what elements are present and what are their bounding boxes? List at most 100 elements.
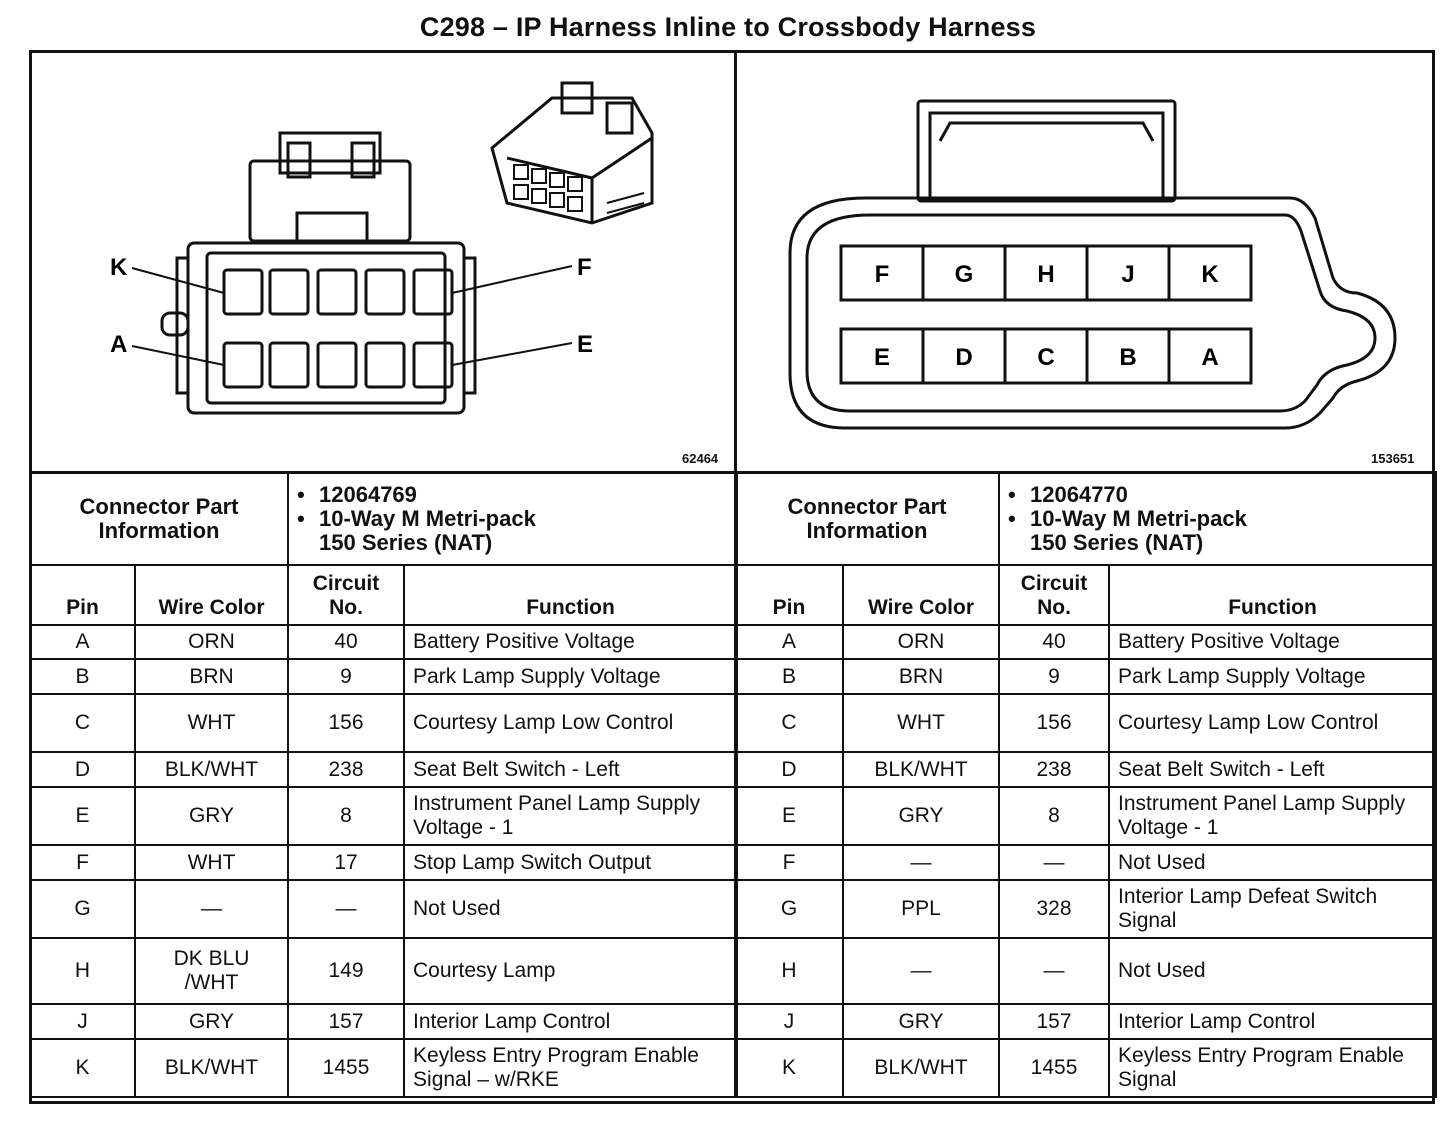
left-pin-cavities — [222, 268, 454, 389]
pin-cell: F — [29, 844, 136, 881]
circuit-cell: 1455 — [998, 1038, 1111, 1098]
callout-e: E — [577, 331, 593, 358]
part-description: 10-Way M Metri-pack — [297, 506, 728, 531]
header-pin: Pin — [29, 564, 136, 626]
vertical-divider — [734, 53, 737, 569]
circuit-cell: 40 — [287, 624, 406, 660]
wire-color-cell: GRY — [133, 786, 290, 846]
circuit-cell: 328 — [998, 879, 1111, 939]
function-cell: Seat Belt Switch - Left — [403, 751, 739, 788]
circuit-cell: 156 — [287, 693, 406, 753]
pin-cell: F — [734, 844, 844, 881]
pin-label-c: C — [1037, 344, 1054, 371]
pin-cell: A — [734, 624, 844, 660]
wire-color-cell: BLK/WHT — [133, 751, 290, 788]
pin-cell: B — [734, 658, 844, 695]
header-circuit: Circuit No. — [287, 564, 406, 626]
wire-color-cell: GRY — [841, 786, 1001, 846]
wire-color-cell: — — [841, 937, 1001, 1005]
pin-cell: J — [29, 1003, 136, 1040]
function-cell: Park Lamp Supply Voltage — [1108, 658, 1438, 695]
table-row: G——Not Used — [29, 879, 739, 939]
header-wire-color: Wire Color — [841, 564, 1001, 626]
diagram-frame: K A F E 62464 — [28, 50, 1438, 1104]
pin-cell: E — [29, 786, 136, 846]
wire-color-cell: GRY — [133, 1003, 290, 1040]
wire-color-cell: BRN — [841, 658, 1001, 695]
circuit-cell: 149 — [287, 937, 406, 1005]
right-pinout-table: Connector Part Information 12064770 10-W… — [733, 471, 1438, 1098]
wire-color-cell: — — [841, 844, 1001, 881]
function-cell: Not Used — [403, 879, 739, 939]
wire-color-cell: ORN — [841, 624, 1001, 660]
connector-part-info: 12064769 10-Way M Metri-pack 150 Series … — [287, 471, 739, 566]
pin-cell: J — [734, 1003, 844, 1040]
pin-cell: K — [734, 1038, 844, 1098]
wire-color-cell: BRN — [133, 658, 290, 695]
circuit-cell: 8 — [998, 786, 1111, 846]
function-cell: Park Lamp Supply Voltage — [403, 658, 739, 695]
wire-color-cell: ORN — [133, 624, 290, 660]
wire-color-cell: WHT — [133, 693, 290, 753]
connector-info-label: Connector Part Information — [28, 471, 290, 566]
header-pin: Pin — [734, 564, 844, 626]
pin-cell: G — [29, 879, 136, 939]
pin-cell: C — [734, 693, 844, 753]
pin-label-a: A — [1201, 344, 1218, 371]
function-cell: Courtesy Lamp — [403, 937, 739, 1005]
function-cell: Interior Lamp Control — [1108, 1003, 1438, 1040]
pin-cell: G — [734, 879, 844, 939]
left-connector-diagram: K A F E 62464 — [32, 53, 735, 473]
callout-a: A — [110, 331, 127, 358]
header-wire-color: Wire Color — [133, 564, 290, 626]
callout-f: F — [577, 254, 592, 281]
function-cell: Interior Lamp Defeat Switch Signal — [1108, 879, 1438, 939]
left-connector-drawing: K A F E — [110, 81, 654, 415]
connector-part-info: 12064770 10-Way M Metri-pack 150 Series … — [998, 471, 1438, 566]
function-cell: Seat Belt Switch - Left — [1108, 751, 1438, 788]
circuit-cell: 1455 — [287, 1038, 406, 1098]
function-cell: Battery Positive Voltage — [1108, 624, 1438, 660]
circuit-cell: 17 — [287, 844, 406, 881]
wire-color-cell: DK BLU /WHT — [133, 937, 290, 1005]
circuit-cell: — — [998, 937, 1111, 1005]
circuit-cell: 8 — [287, 786, 406, 846]
pin-label-k: K — [1201, 261, 1219, 288]
wire-color-cell: BLK/WHT — [841, 1038, 1001, 1098]
pin-cell: D — [29, 751, 136, 788]
circuit-cell: 238 — [287, 751, 406, 788]
part-number: 12064770 — [1008, 482, 1427, 507]
function-cell: Not Used — [1108, 937, 1438, 1005]
wire-color-cell: PPL — [841, 879, 1001, 939]
wire-color-cell: GRY — [841, 1003, 1001, 1040]
pin-cell: D — [734, 751, 844, 788]
right-pin-grid — [839, 244, 1253, 385]
left-figure-number: 62464 — [682, 451, 719, 466]
pin-cell: B — [29, 658, 136, 695]
function-cell: Battery Positive Voltage — [403, 624, 739, 660]
pin-cell: E — [734, 786, 844, 846]
function-cell: Courtesy Lamp Low Control — [403, 693, 739, 753]
part-series: 150 Series (NAT) — [319, 529, 493, 555]
pin-label-h: H — [1037, 261, 1054, 288]
function-cell: Keyless Entry Program Enable Signal — [1108, 1038, 1438, 1098]
circuit-cell: 9 — [998, 658, 1111, 695]
pin-label-f: F — [875, 261, 890, 288]
circuit-cell: 157 — [287, 1003, 406, 1040]
function-cell: Not Used — [1108, 844, 1438, 881]
pin-cell: A — [29, 624, 136, 660]
part-series: 150 Series (NAT) — [1030, 529, 1204, 555]
wire-color-cell: BLK/WHT — [841, 751, 1001, 788]
wire-color-cell: — — [133, 879, 290, 939]
pin-cell: K — [29, 1038, 136, 1098]
